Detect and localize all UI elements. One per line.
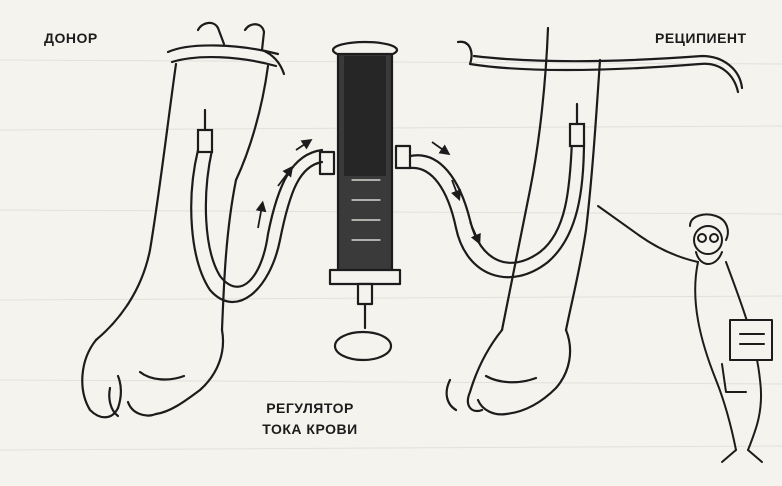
regulator-label-line2: ТОКА КРОВИ	[262, 421, 358, 437]
recipient-arm	[445, 26, 744, 416]
donor-arm	[81, 21, 286, 419]
regulator-label: РЕГУЛЯТОР ТОКА КРОВИ	[250, 398, 370, 440]
recipient-label: РЕЦИПИЕНТ	[655, 30, 747, 46]
regulator-label-line1: РЕГУЛЯТОР	[266, 400, 354, 416]
donor-label: ДОНОР	[44, 30, 98, 46]
doctor-figure	[597, 205, 773, 463]
flow-arrows	[255, 139, 481, 245]
blood-flow-regulator	[318, 40, 412, 362]
